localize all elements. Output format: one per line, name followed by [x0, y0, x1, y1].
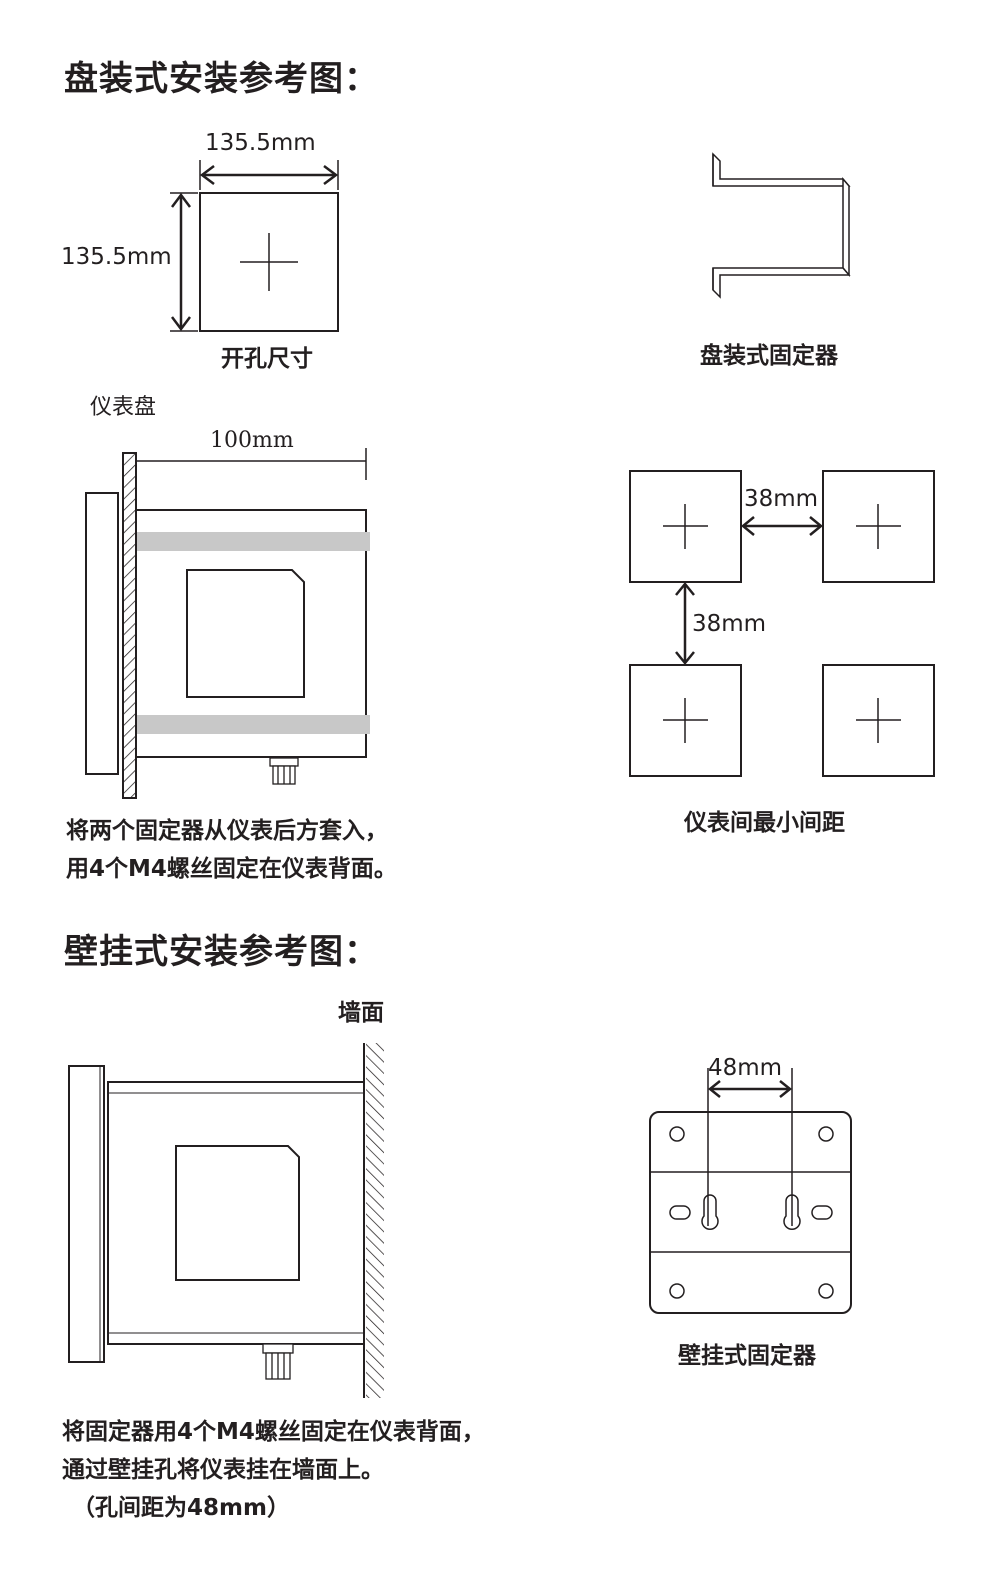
panel-mount-heading: 盘装式安装参考图： [64, 59, 379, 99]
screw-hole-top-right [818, 1126, 834, 1142]
spacing-diagram [629, 470, 935, 777]
wall-mount-note-line1: 将固定器用4个M4螺丝固定在仪表背面， [62, 1419, 485, 1445]
fixing-strap-top [137, 532, 370, 551]
keyhole-left [701, 1194, 719, 1231]
wall-instrument-label-plate [175, 1145, 300, 1281]
depth-label: 100mm [210, 428, 294, 453]
front-bezel [85, 492, 119, 775]
cable-gland [269, 757, 299, 785]
bracket-bottom-arm [712, 267, 851, 299]
horizontal-gap-label: 38mm [744, 486, 819, 512]
cutout-width-label: 135.5mm [205, 130, 316, 156]
panel-mount-side-view [85, 448, 370, 799]
cutout-height-label: 135.5mm [61, 244, 172, 270]
screw-hole-bottom-left [669, 1283, 685, 1299]
wall-cable-gland [262, 1343, 294, 1380]
wall-mount-note-line3: （孔间距为48mm） [72, 1495, 290, 1521]
cutout-square [199, 192, 339, 332]
screw-hole-bottom-right [818, 1283, 834, 1299]
wall-mount-note-line2: 通过壁挂孔将仪表挂在墙面上。 [62, 1457, 384, 1483]
screw-hole-top-left [669, 1126, 685, 1142]
mounting-panel [122, 452, 137, 799]
instrument-panel-label: 仪表盘 [90, 395, 157, 420]
fixing-strap-bottom [137, 715, 370, 734]
vertical-gap-label: 38mm [692, 611, 767, 637]
cutout-diagram [170, 160, 339, 332]
panel-mount-note-line1: 将两个固定器从仪表后方套入， [66, 818, 388, 844]
keyhole-right [783, 1194, 801, 1231]
bracket-top-arm [712, 152, 851, 187]
wall-label: 墙面 [338, 1000, 384, 1026]
spacing-square-top-right [822, 470, 935, 583]
panel-mount-note: 将两个固定器从仪表后方套入， 用4个M4螺丝固定在仪表背面。 [66, 812, 486, 888]
hole-distance-label: 48mm [708, 1055, 783, 1081]
cutout-caption: 开孔尺寸 [221, 346, 313, 372]
slot-right [811, 1205, 833, 1220]
panel-bracket-diagram [712, 152, 851, 299]
wall-bracket-diagram [649, 1068, 852, 1314]
bracket-back [842, 176, 850, 278]
wall-mount-heading: 壁挂式安装参考图： [64, 932, 379, 972]
spacing-square-bottom-left [629, 664, 742, 777]
wall-bracket-plate [649, 1111, 852, 1314]
panel-mount-note-line2: 用4个M4螺丝固定在仪表背面。 [66, 856, 397, 882]
wall-front-bezel [68, 1065, 105, 1363]
instrument-label-plate [186, 569, 305, 698]
spacing-caption: 仪表间最小间距 [684, 810, 845, 836]
spacing-square-top-left [629, 470, 742, 583]
wall-hatching [366, 1043, 384, 1398]
spacing-square-bottom-right [822, 664, 935, 777]
wall-bracket-caption: 壁挂式固定器 [678, 1343, 816, 1369]
wall-mount-note: 将固定器用4个M4螺丝固定在仪表背面， 通过壁挂孔将仪表挂在墙面上。 （孔间距为… [62, 1413, 542, 1527]
wall-mount-side-view [68, 1043, 384, 1398]
slot-left [669, 1205, 691, 1220]
panel-bracket-caption: 盘装式固定器 [700, 343, 838, 369]
